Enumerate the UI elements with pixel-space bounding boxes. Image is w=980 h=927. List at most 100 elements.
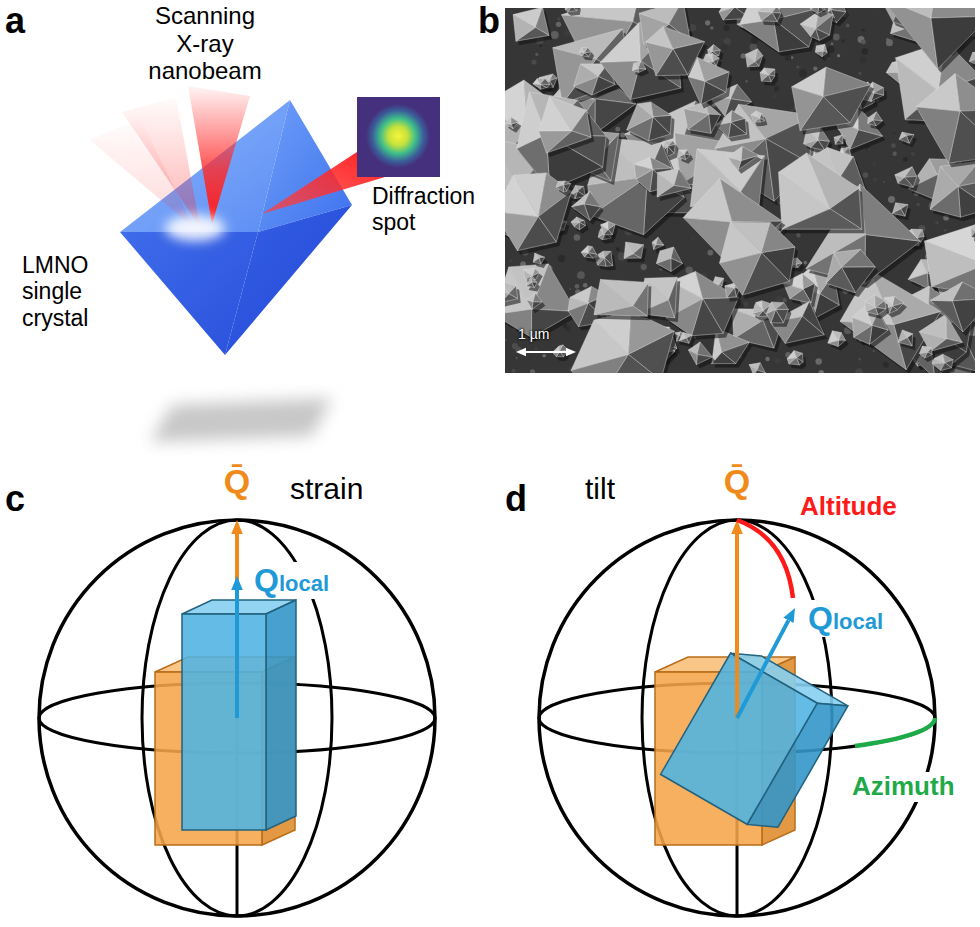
meridian-line: [142, 520, 332, 916]
sem-crystal: [688, 57, 732, 108]
sphere: [539, 520, 935, 916]
sem-grain: [723, 25, 729, 31]
crystal-facet: [650, 157, 672, 170]
sem-crystal: [899, 132, 917, 147]
crystal-facet: [605, 251, 613, 265]
sem-texture: [505, 10, 975, 373]
sem-grain: [883, 362, 889, 368]
sem-crystal: [505, 117, 521, 133]
crystal-facet: [889, 306, 897, 314]
detector-frame: [357, 97, 440, 177]
crystal-facet: [971, 223, 975, 231]
sem-grain: [935, 221, 939, 225]
sem-grain: [860, 57, 867, 64]
sem-crystal: [513, 8, 552, 45]
sem-grain: [831, 43, 834, 46]
sem-crystal: [720, 222, 798, 299]
crystal-facet: [916, 107, 960, 163]
sem-crystal: [916, 74, 975, 168]
spot-label: Diffraction spot: [372, 183, 484, 236]
sem-grain: [762, 355, 764, 357]
crystal-facet: [958, 186, 975, 217]
sem-grain: [791, 109, 793, 111]
crystal-facet: [931, 8, 975, 18]
crystal-facet: [873, 112, 882, 121]
scale-label: 1 µm: [518, 326, 549, 342]
crystal-facet: [899, 132, 906, 139]
sem-grain: [707, 250, 713, 256]
beam-label: Scanning X-ray nanobeam: [140, 2, 270, 85]
crystal-label: LMNO single crystal: [22, 252, 117, 331]
sem-grain: [556, 22, 561, 27]
crystal-facet: [905, 167, 917, 178]
sem-crystal: [751, 111, 767, 126]
sem-crystal: [828, 331, 849, 351]
sem-grain: [509, 259, 512, 262]
sem-crystal: [524, 268, 543, 284]
sem-grain: [892, 152, 896, 156]
sem-grain: [721, 43, 728, 50]
sem-grain: [772, 94, 776, 98]
crystal-facet: [973, 50, 975, 58]
vector-label: Q̄: [212, 462, 262, 501]
crystal-facet: [579, 220, 585, 225]
panel-letter: c: [5, 478, 25, 519]
sem-crystal: [571, 217, 589, 234]
crystal-facet: [674, 169, 691, 189]
crystal-facet: [727, 147, 742, 161]
sem-grain: [886, 176, 892, 182]
crystal-facet: [667, 146, 674, 156]
sem-crystal: [581, 246, 600, 262]
sem-grain: [892, 132, 895, 135]
crystal-facet: [556, 181, 563, 187]
diffraction-spot: [366, 104, 430, 168]
sem-crystal: [919, 346, 935, 362]
crystal-facet: [657, 186, 691, 197]
crystal-facet: [584, 204, 600, 221]
sem-background: [505, 8, 975, 373]
mean-vector-arrow: [735, 534, 739, 718]
sem-grain: [862, 172, 868, 178]
sem-crystals: [505, 8, 975, 373]
sem-grain: [862, 48, 868, 54]
sem-crystal: [505, 264, 579, 342]
sem-crystal: [579, 47, 594, 60]
crystal-facet: [684, 109, 709, 130]
beam-glow: [165, 215, 225, 241]
crystal-facet: [505, 267, 532, 315]
sem-grain: [844, 360, 847, 363]
sem-grain: [944, 229, 946, 231]
sem-grain: [833, 34, 840, 41]
sem-crystal: [526, 277, 540, 291]
sem-crystal: [556, 181, 574, 196]
sem-grain: [577, 271, 585, 279]
sem-grain: [512, 369, 516, 373]
angle-label: Altitude: [800, 492, 897, 522]
cell-side: [266, 600, 296, 830]
crystal-facet: [660, 247, 674, 258]
angle-label: Azimuth: [850, 772, 957, 802]
sem-grain: [535, 53, 538, 56]
sem-crystal: [572, 191, 604, 224]
vector-label: Qlocal: [806, 600, 885, 637]
sem-grain: [815, 358, 822, 365]
crystal-facet: [638, 61, 646, 69]
lattice-cell: [661, 642, 848, 839]
sphere-outline: [539, 520, 935, 916]
crystal-facet: [898, 177, 913, 187]
sem-grain: [785, 54, 791, 60]
sem-grain: [813, 67, 817, 71]
sem-crystal: [787, 351, 806, 369]
sem-grain: [535, 347, 539, 351]
vector-label: Q̄: [712, 462, 762, 501]
sem-grain: [705, 20, 710, 25]
crystal-facet: [860, 184, 921, 241]
sem-grain: [855, 46, 857, 48]
crystal-facet: [902, 330, 912, 338]
sem-grain: [903, 157, 908, 162]
sem-crystal: [766, 302, 791, 327]
sem-grain: [775, 358, 781, 364]
sem-crystal: [539, 97, 595, 158]
local-vector-arrow: [737, 620, 788, 718]
xray-beam-faded: [122, 97, 200, 227]
